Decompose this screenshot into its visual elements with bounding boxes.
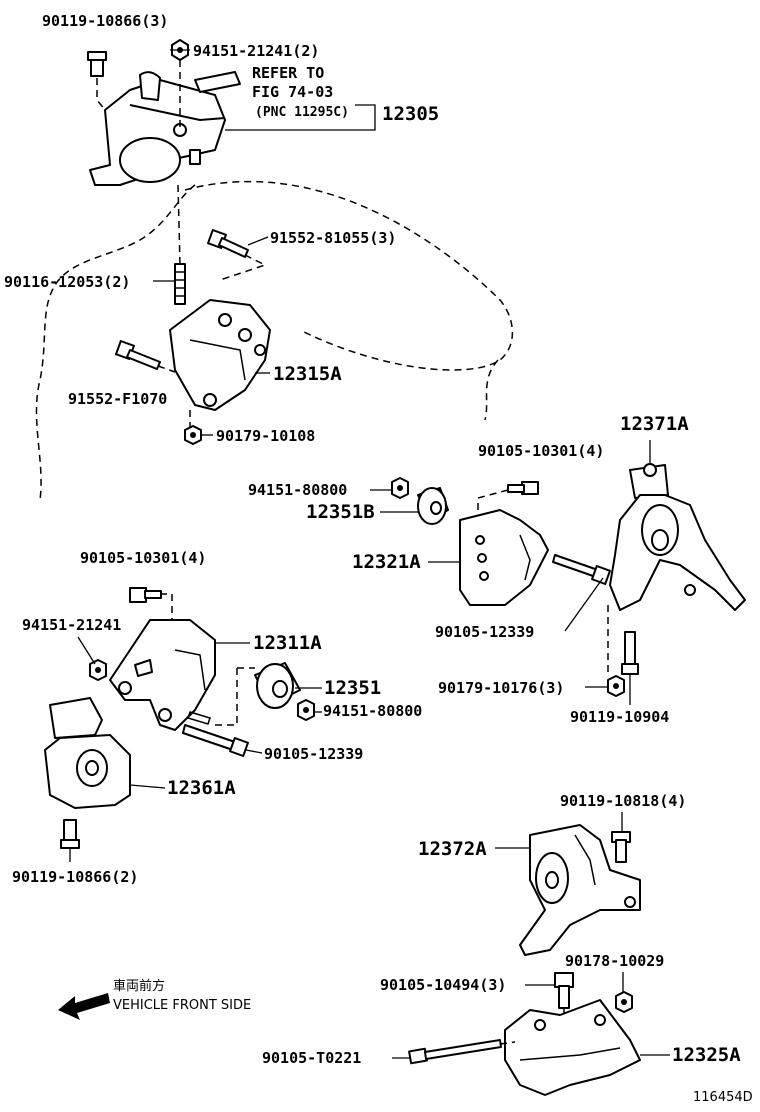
label-12315A: 12315A bbox=[273, 363, 342, 385]
figure-id: 116454D bbox=[693, 1090, 753, 1105]
mount-12371A bbox=[609, 463, 746, 611]
label-90116-12053-2: 90116-12053(2) bbox=[4, 273, 130, 291]
bolt-90105-10301-4-left bbox=[129, 587, 173, 625]
label-12325A: 12325A bbox=[672, 1044, 741, 1066]
nut-90179-10176-3 bbox=[607, 675, 625, 697]
label-pnc-11295c: (PNC 11295C) bbox=[255, 105, 349, 120]
label-12351B: 12351B bbox=[306, 501, 375, 523]
refer-leader-stripe bbox=[194, 71, 241, 93]
label-90119-10866-3: 90119-10866(3) bbox=[42, 12, 168, 30]
bracket-12321A bbox=[459, 509, 549, 606]
bracket-12325A bbox=[504, 999, 641, 1096]
bolt-91552-81055-3 bbox=[207, 229, 267, 281]
label-refer-to: REFER TO bbox=[252, 64, 324, 82]
label-12361A: 12361A bbox=[167, 777, 236, 799]
nut-90178-10029 bbox=[615, 991, 633, 1013]
label-94151-80800-top: 94151-80800 bbox=[248, 481, 347, 499]
label-90119-10866-2: 90119-10866(2) bbox=[12, 868, 138, 886]
nut-94151-80800-bottom bbox=[297, 699, 315, 721]
nut-94151-21241 bbox=[89, 659, 107, 681]
engine-mount-12305 bbox=[89, 71, 226, 186]
label-90119-10818-4: 90119-10818(4) bbox=[560, 792, 686, 810]
bracket-12315A bbox=[169, 299, 271, 428]
label-90119-10904: 90119-10904 bbox=[570, 708, 669, 726]
label-90105-10494-3: 90105-10494(3) bbox=[380, 976, 506, 994]
label-94151-21241-2: 94151-21241(2) bbox=[193, 42, 319, 60]
mount-12361A bbox=[44, 697, 131, 809]
mount-12372A bbox=[519, 824, 641, 956]
label-90105-12339-right: 90105-12339 bbox=[435, 623, 534, 641]
label-94151-80800-bottom: 94151-80800 bbox=[323, 702, 422, 720]
label-91552-81055-3: 91552-81055(3) bbox=[270, 229, 396, 247]
bracket-12311A bbox=[109, 619, 216, 731]
bolt-90105-12339-left bbox=[182, 711, 249, 757]
bolt-90119-10904 bbox=[607, 605, 639, 675]
bolt-90119-10818-4 bbox=[611, 831, 631, 863]
label-90179-10108: 90179-10108 bbox=[216, 427, 315, 445]
label-12371A: 12371A bbox=[620, 413, 689, 435]
label-90179-10176-3: 90179-10176(3) bbox=[438, 679, 564, 697]
bolt-90105-10301-4-right bbox=[477, 481, 539, 510]
stud-90116-12053-2 bbox=[174, 263, 186, 305]
bolt-90105-12339-right bbox=[552, 554, 611, 585]
bolt-90119-10866-3 bbox=[87, 51, 107, 111]
label-90105-10301-4-left: 90105-10301(4) bbox=[80, 549, 206, 567]
bolt-91552-F1070 bbox=[115, 340, 176, 373]
label-90105-12339-left: 90105-12339 bbox=[264, 745, 363, 763]
label-12305: 12305 bbox=[382, 103, 439, 125]
label-vehicle-front-side: VEHICLE FRONT SIDE bbox=[113, 998, 251, 1013]
label-12321A: 12321A bbox=[352, 551, 421, 573]
label-12372A: 12372A bbox=[418, 838, 487, 860]
label-12351: 12351 bbox=[324, 677, 381, 699]
nut-90179-10108 bbox=[184, 425, 202, 445]
bushing-12351B bbox=[417, 487, 449, 525]
bolt-90105-T0221 bbox=[408, 1039, 516, 1065]
leader-lines bbox=[69, 49, 670, 1059]
bolt-90119-10866-2 bbox=[60, 819, 80, 849]
bushing-12351 bbox=[215, 662, 301, 726]
label-90178-10029: 90178-10029 bbox=[565, 952, 664, 970]
engine-outline-phantom bbox=[35, 180, 514, 501]
label-12311A: 12311A bbox=[253, 632, 322, 654]
label-90105-10301-4-right: 90105-10301(4) bbox=[478, 442, 604, 460]
label-front-jp: 車両前方 bbox=[113, 978, 165, 994]
label-91552-F1070: 91552-F1070 bbox=[68, 390, 167, 408]
nut-94151-80800-top bbox=[391, 477, 409, 499]
label-94151-21241: 94151-21241 bbox=[22, 616, 121, 634]
label-fig-74-03: FIG 74-03 bbox=[252, 83, 333, 101]
vehicle-front-arrow-icon bbox=[58, 993, 110, 1020]
label-90105-T0221: 90105-T0221 bbox=[262, 1049, 361, 1067]
